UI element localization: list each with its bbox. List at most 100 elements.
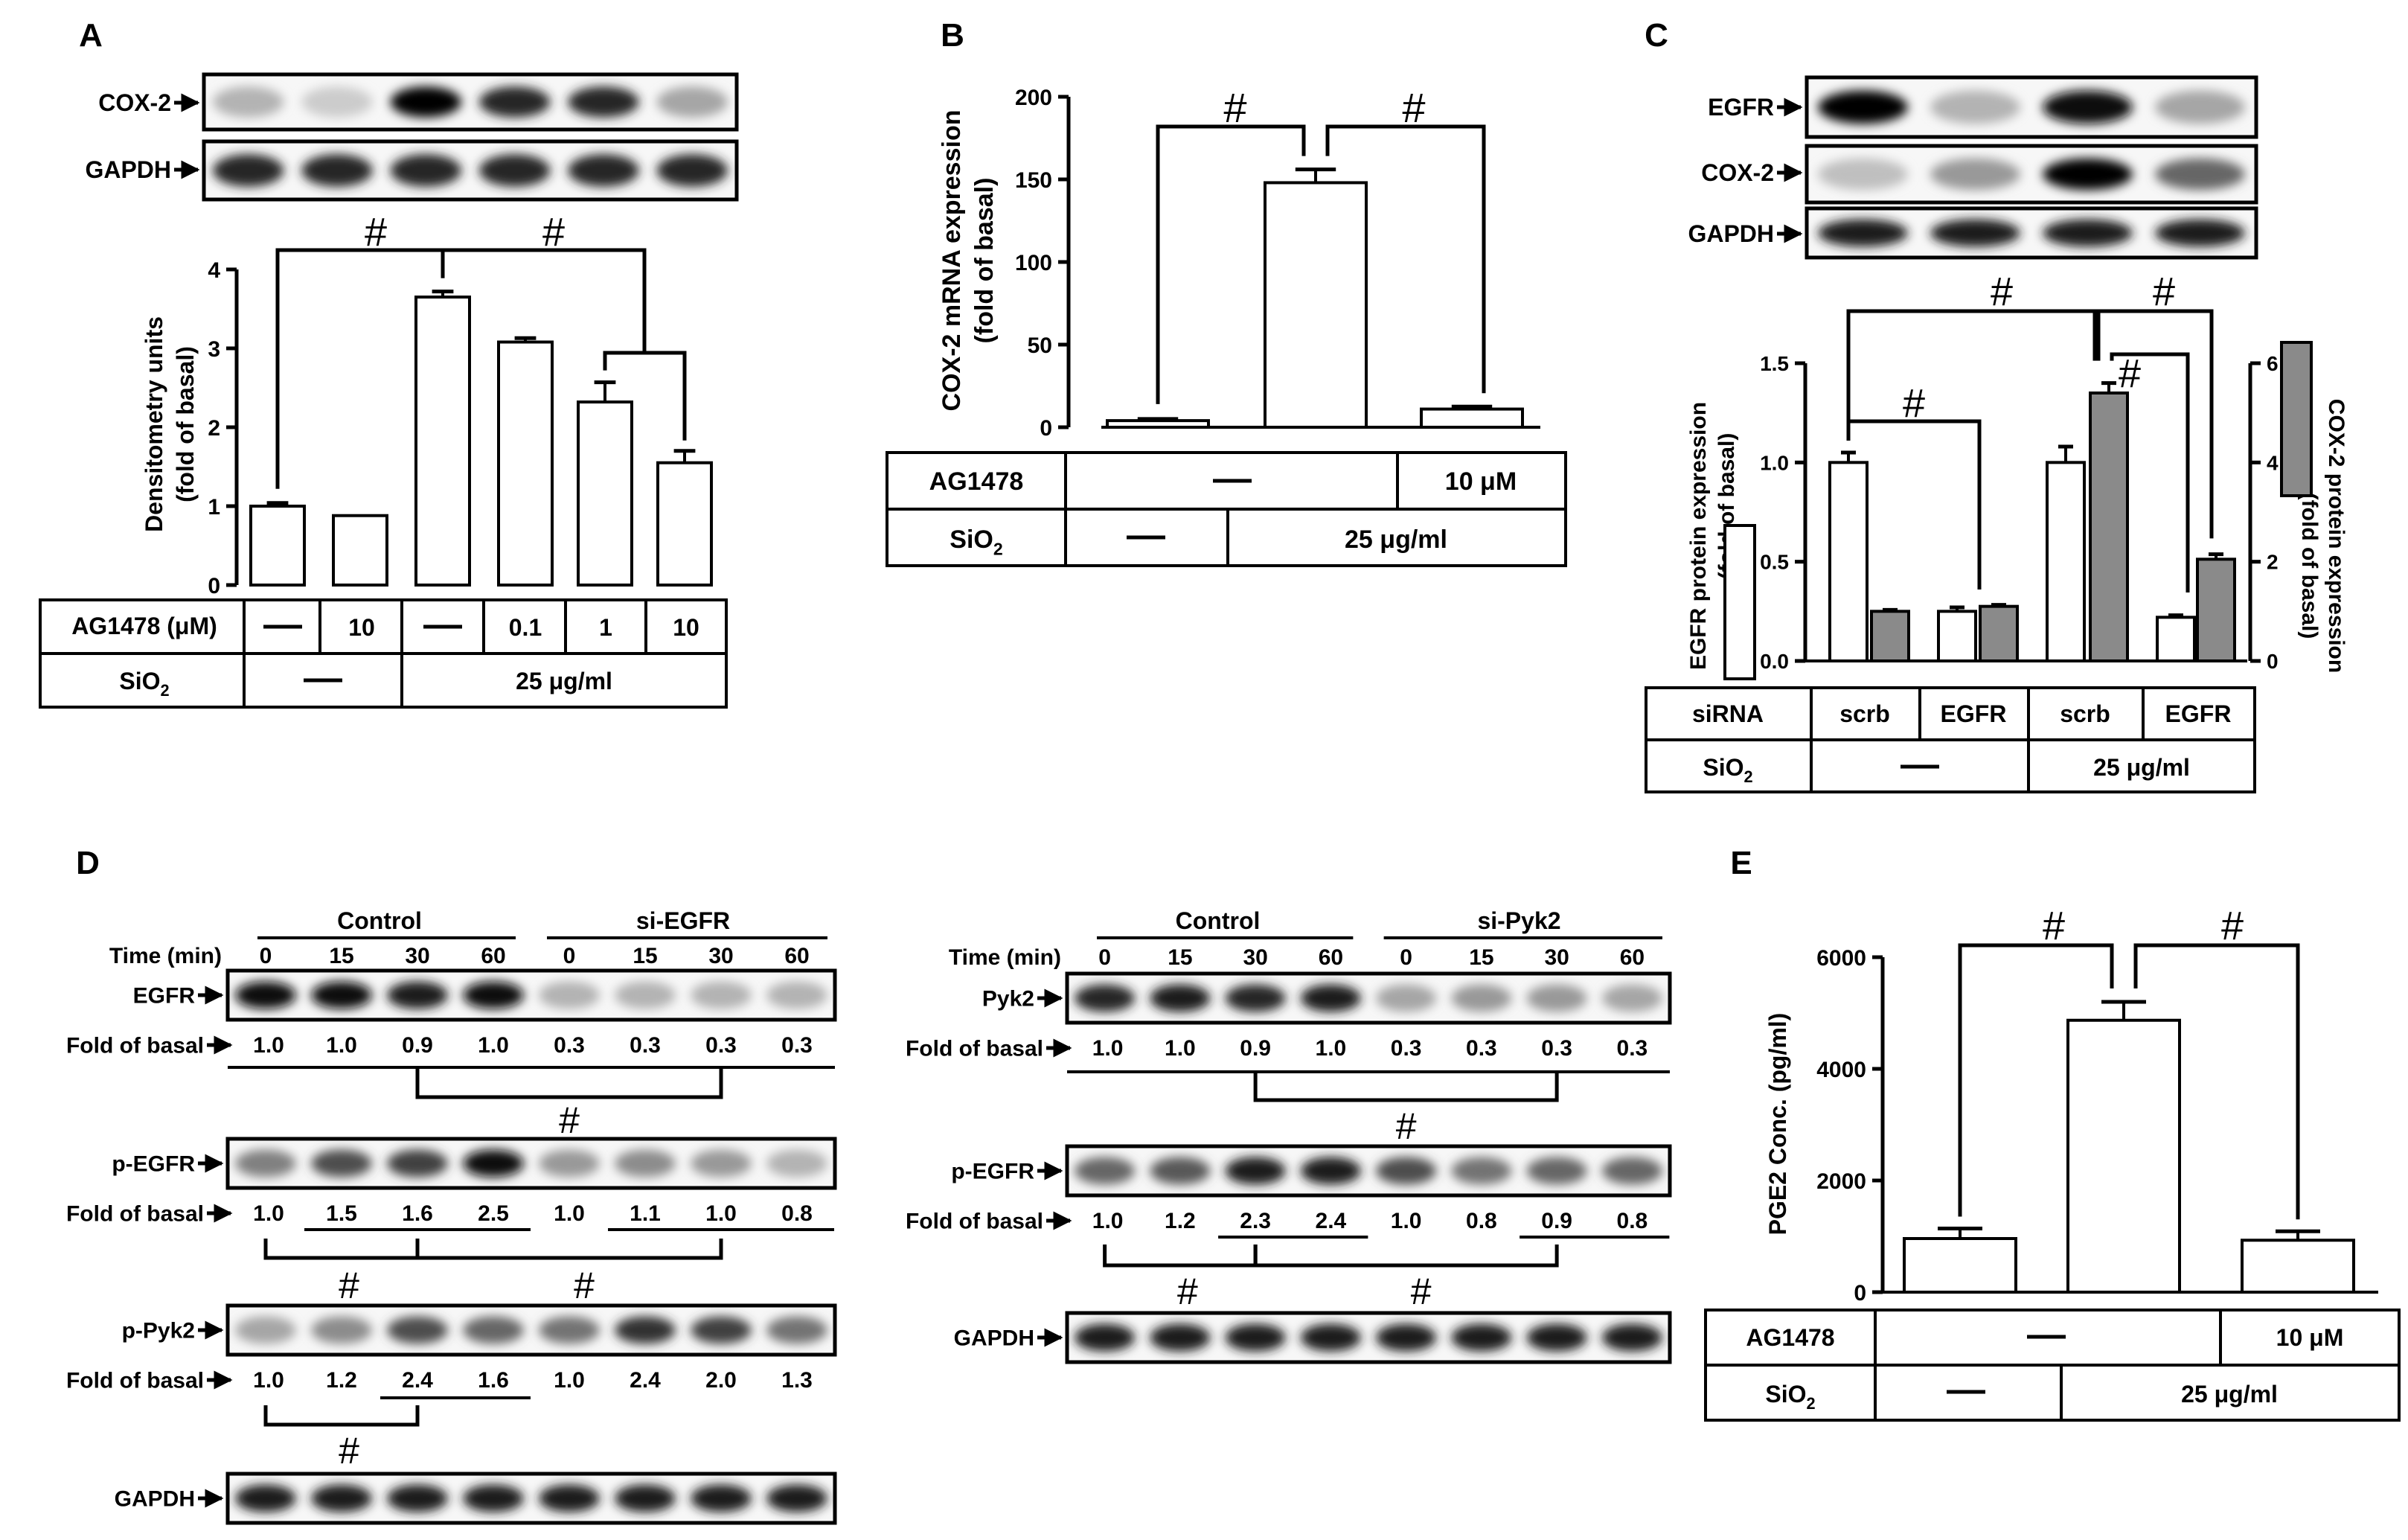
panel-d-left-fold-value: 0.9 bbox=[402, 1033, 433, 1058]
panel-d-left-fold-value: 1.3 bbox=[781, 1368, 813, 1393]
panel-d-right-blot-2-band bbox=[1376, 1323, 1437, 1352]
panel-b-bar bbox=[1420, 407, 1524, 429]
panel-c-sig-1: # bbox=[1991, 269, 2013, 314]
panel-a-blot-cox2-band bbox=[390, 86, 462, 118]
panel-a-yaxis-ticklabel: 0 bbox=[208, 574, 220, 598]
panel-d-right-blot-0-band bbox=[1300, 984, 1361, 1012]
panel-d-right-blot-1-band bbox=[1451, 1157, 1512, 1185]
panel-d-left-fold-value: 1.6 bbox=[402, 1201, 433, 1226]
panel-d-label: D bbox=[76, 845, 100, 881]
panel-d-right-fold-value: 0.9 bbox=[1541, 1209, 1572, 1233]
panel-a-blot-gapdh-band bbox=[390, 154, 462, 187]
panel-d-left-fold-value: 0.3 bbox=[705, 1033, 737, 1058]
panel-d-left-fold-2-label: Fold of basal bbox=[66, 1369, 204, 1393]
panel-b-yaxis-ticklabel: 200 bbox=[1015, 86, 1052, 110]
panel-c-yaxis-right-ticklabel: 2 bbox=[2267, 551, 2279, 574]
panel-d-right-time: 60 bbox=[1319, 945, 1343, 970]
panel-d-left-blot-1 bbox=[225, 1137, 837, 1190]
panel-a-blot-cox2-band bbox=[568, 86, 639, 118]
panel-e-bracket-2 bbox=[2133, 943, 2300, 1220]
panel-d-left-fold-value: 2.0 bbox=[705, 1368, 737, 1393]
panel-b-bracket-1 bbox=[1156, 124, 1306, 404]
panel-c-table-cell: scrb bbox=[2060, 700, 2110, 727]
panel-d-right-fold-value: 1.0 bbox=[1391, 1209, 1422, 1233]
panel-d-left-blot-2-band bbox=[235, 1316, 296, 1344]
panel-d-left-blot-0-band bbox=[387, 981, 448, 1009]
panel-a-bar bbox=[414, 295, 471, 587]
panel-a-gapdh-label: GAPDH bbox=[85, 156, 171, 183]
panel-d-left-bracket-1 bbox=[415, 1067, 723, 1099]
panel-d-right-time-label: Time (min) bbox=[949, 945, 1061, 970]
panel-c-ylabel-right-1: COX-2 protein expression bbox=[2324, 399, 2348, 673]
panel-d-right-blot-0-band bbox=[1451, 984, 1512, 1012]
panel-b-sig-1: # bbox=[1223, 84, 1246, 131]
panel-d-left-fold-value: 1.0 bbox=[478, 1033, 509, 1058]
panel-d-left-blot-1-band bbox=[387, 1149, 448, 1178]
panel-d-left-blot-3-band bbox=[235, 1484, 296, 1512]
panel-d-right-time: 15 bbox=[1168, 945, 1192, 970]
panel-c-blot-cox2-band bbox=[1818, 158, 1908, 191]
panel-c-table-cell: EGFR bbox=[2165, 700, 2232, 727]
panel-d-right-blot-1-label: p-EGFR bbox=[951, 1160, 1034, 1184]
panel-d-right-fold-value: 1.0 bbox=[1316, 1036, 1347, 1061]
panel-c-bracket-4 bbox=[2096, 309, 2214, 539]
panel-d-left-blot-0-label: EGFR bbox=[133, 984, 196, 1009]
panel-b-label: B bbox=[941, 17, 964, 54]
panel-d-right-fold-value: 0.8 bbox=[1617, 1209, 1648, 1233]
panel-d-right-blot-0-band bbox=[1376, 984, 1437, 1012]
panel-c-yaxis-right-ticklabel: 0 bbox=[2267, 650, 2279, 673]
panel-d-left-fold-value: 2.4 bbox=[402, 1368, 433, 1393]
panel-c-cox2-bar bbox=[1870, 610, 1910, 662]
panel-c-sig-3: # bbox=[2119, 351, 2141, 396]
panel-d-left-blot-0-band bbox=[766, 981, 827, 1009]
panel-d-left-fold-value: 1.0 bbox=[253, 1368, 284, 1393]
panel-a-bracket-2 bbox=[441, 248, 647, 353]
panel-d-left-blot-2-band bbox=[387, 1316, 448, 1344]
panel-d-left-blot-3-band bbox=[311, 1484, 372, 1512]
panel-d-right-blot-2-band bbox=[1225, 1323, 1286, 1352]
panel-d-right-fold-value: 1.2 bbox=[1165, 1209, 1196, 1233]
panel-d-right-blot-2-band bbox=[1300, 1323, 1361, 1352]
panel-d-right-time: 60 bbox=[1620, 945, 1645, 970]
panel-d-left-fold-value: 1.6 bbox=[478, 1368, 509, 1393]
panel-a-bar bbox=[497, 340, 554, 587]
panel-d-left-blot-2-band bbox=[691, 1316, 752, 1344]
panel-d-right-fold-value: 2.4 bbox=[1316, 1209, 1347, 1233]
panel-d-right-blot-1-band bbox=[1376, 1157, 1437, 1185]
panel-d-right-sig-2: # bbox=[1177, 1271, 1198, 1312]
panel-a-yaxis-ticklabel: 3 bbox=[208, 337, 220, 362]
panel-d-right-fold-value: 0.3 bbox=[1541, 1036, 1572, 1061]
panel-a-cox2-label: COX-2 bbox=[98, 89, 171, 116]
panel-d-left-blot-1-band bbox=[766, 1149, 827, 1178]
panel-c-egfr-bar bbox=[1828, 461, 1869, 662]
panel-c-gapdh-label: GAPDH bbox=[1688, 220, 1774, 247]
panel-d-left-blot-2 bbox=[225, 1303, 837, 1357]
panel-e-table-row1-label: AG1478 bbox=[1746, 1324, 1834, 1351]
panel-d-left-time-label: Time (min) bbox=[109, 944, 222, 968]
panel-a-sig-2: # bbox=[542, 210, 565, 255]
panel-d-left-sig-4: # bbox=[339, 1430, 359, 1472]
panel-d-right-blot-1 bbox=[1065, 1144, 1672, 1198]
panel-d-right-blot-0-band bbox=[1225, 984, 1286, 1012]
panel-b-yaxis-ticklabel: 150 bbox=[1015, 168, 1052, 193]
panel-c-cox2-bar bbox=[2089, 392, 2129, 662]
panel-d-left-bracket-2 bbox=[263, 1239, 420, 1260]
panel-c-yaxis-left-ticklabel: 1.0 bbox=[1760, 451, 1789, 474]
panel-c-blot-cox2 bbox=[1805, 144, 2258, 205]
panel-b-ylabel-2: (fold of basal) bbox=[970, 178, 999, 344]
panel-d-left-blot-0-band bbox=[615, 981, 676, 1009]
panel-d-left-fold-value: 1.0 bbox=[705, 1201, 737, 1226]
panel-e-yaxis-ticklabel: 0 bbox=[1854, 1281, 1866, 1306]
panel-d-left-blot-3-band bbox=[387, 1484, 448, 1512]
panel-a-blot-cox2-band bbox=[656, 86, 729, 118]
panel-a-blot-cox2-frame bbox=[202, 72, 739, 132]
panel-d-left-fold-1-label: Fold of basal bbox=[66, 1202, 204, 1227]
panel-e-ylabel: PGE2 Conc. (pg/ml) bbox=[1764, 1013, 1791, 1236]
panel-e-table-cell: 10 μM bbox=[2276, 1324, 2344, 1351]
panel-d-right-blot-2 bbox=[1065, 1311, 1672, 1364]
panel-a-table-cell: 10 bbox=[348, 614, 375, 641]
panel-d-right-blot-0-label: Pyk2 bbox=[982, 987, 1034, 1012]
panel-e-sig-2: # bbox=[2221, 904, 2244, 948]
panel-d-left-time: 60 bbox=[784, 944, 809, 968]
